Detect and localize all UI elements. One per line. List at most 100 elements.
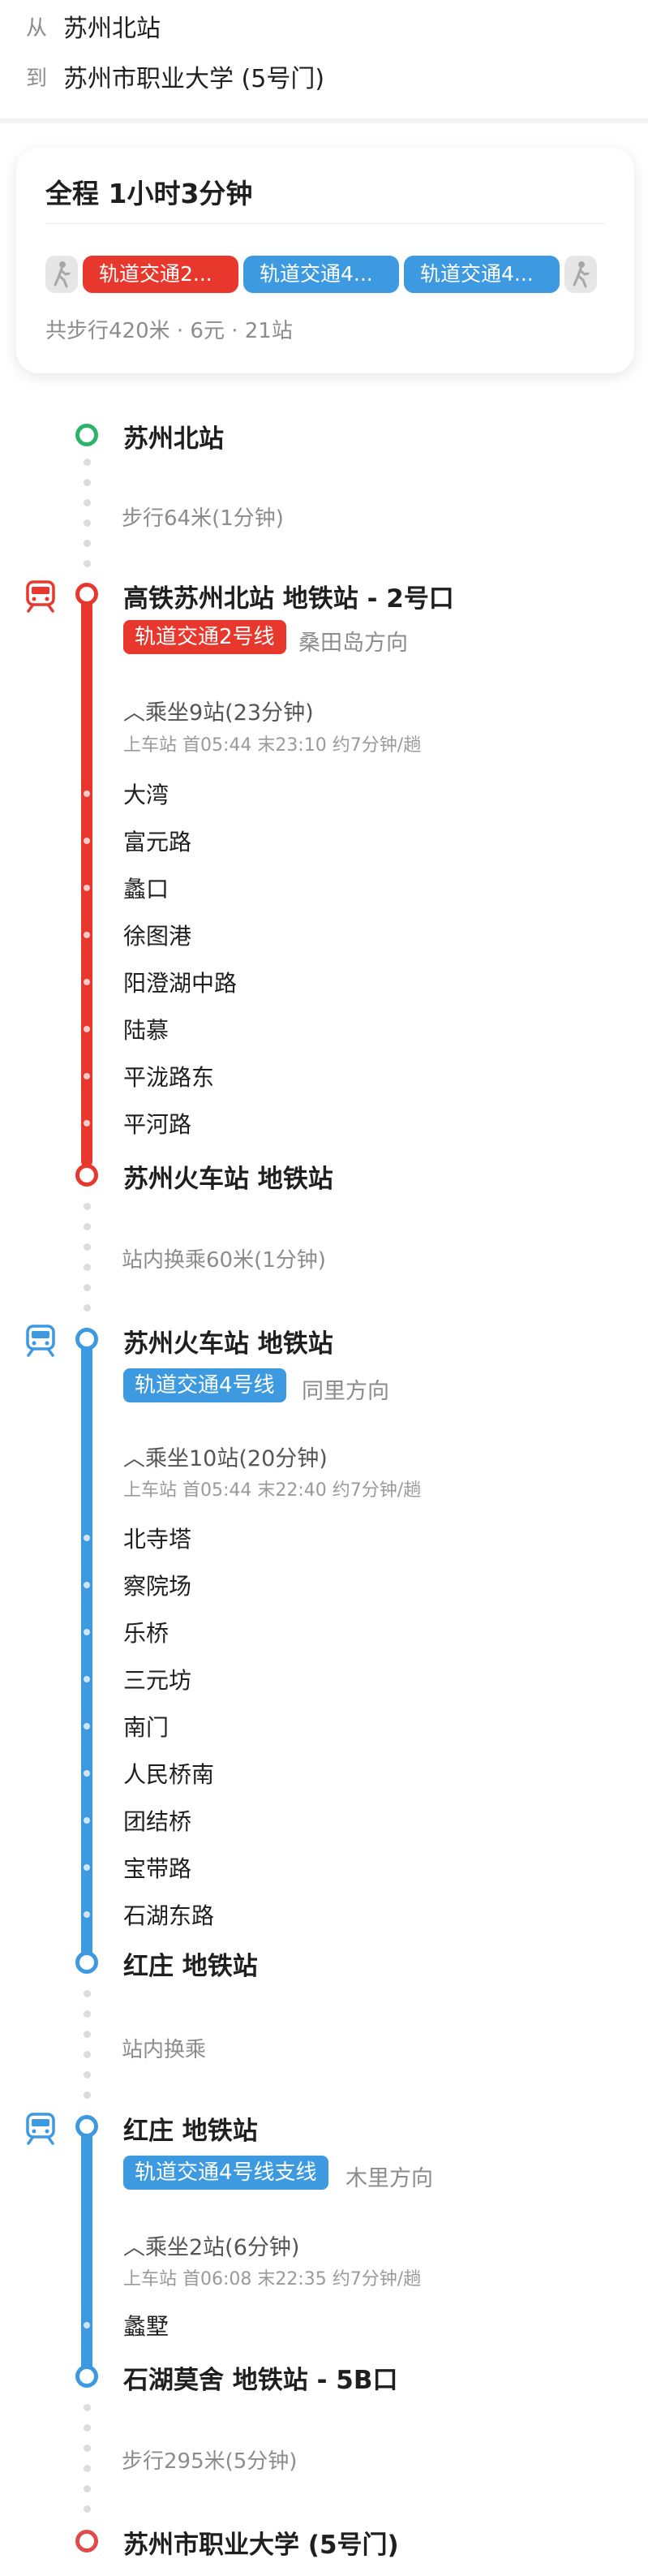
walk-icon <box>45 256 78 293</box>
leg2-board-station[interactable]: 苏州火车站 地铁站 <box>123 1329 333 1359</box>
walk-dot <box>84 1223 91 1230</box>
leg3-schedule: 上车站 首06:08 末22:35 约7分钟/趟 <box>123 2269 422 2290</box>
from-value[interactable]: 苏州北站 <box>63 15 161 43</box>
header-divider <box>0 118 648 123</box>
stop-dot <box>84 838 90 844</box>
leg1-schedule: 上车站 首05:44 末23:10 约7分钟/趟 <box>123 735 422 756</box>
board-station-marker <box>75 2115 98 2138</box>
leg1-stop: 平河路 <box>123 1111 192 1138</box>
leg2-ride-summary: 乘坐10站(20分钟) <box>145 1446 328 1471</box>
leg3-board-station[interactable]: 红庄 地铁站 <box>123 2117 258 2146</box>
to-label: 到 <box>26 67 48 91</box>
stop-dot <box>84 1582 90 1588</box>
segment-pill-2[interactable]: 轨道交通4... <box>243 256 399 293</box>
alight-station-marker <box>75 1951 98 1974</box>
transfer-segment-2: 站内换乘 <box>122 2038 207 2062</box>
origin-marker <box>75 424 98 446</box>
alight-station-marker <box>75 2365 98 2388</box>
walk-segment-1: 步行64米(1分钟) <box>122 506 284 531</box>
walk-dot <box>84 1990 91 1997</box>
leg2-stop: 北寺塔 <box>123 1526 192 1553</box>
leg2-line-badge[interactable]: 轨道交通4号线 <box>123 1368 286 1402</box>
stop-dot <box>84 932 90 938</box>
to-value[interactable]: 苏州市职业大学 (5号门) <box>63 65 325 93</box>
board-station-marker <box>75 583 98 605</box>
walk-dot <box>84 560 91 567</box>
train-icon <box>23 2113 58 2145</box>
leg2-alight-station[interactable]: 红庄 地铁站 <box>123 1952 258 1981</box>
walk-dot <box>84 499 91 506</box>
stop-dot <box>84 2322 90 2328</box>
leg3-ride-summary: 乘坐2站(6分钟) <box>145 2235 300 2260</box>
leg1-stop: 平泷路东 <box>123 1064 215 1091</box>
leg1-ride-summary: 乘坐9站(23分钟) <box>145 700 314 726</box>
walk-dot <box>84 2010 91 2018</box>
walk-dot <box>84 2091 91 2099</box>
leg2-ride-toggle[interactable]: ︿乘坐10站(20分钟) <box>123 1441 328 1472</box>
stop-dot <box>84 1723 90 1730</box>
leg3-alight-station[interactable]: 石湖莫舍 地铁站 - 5B口 <box>123 2366 398 2395</box>
leg3-direction: 木里方向 <box>345 2166 433 2191</box>
leg2-stop: 石湖东路 <box>123 1902 215 1929</box>
leg2-schedule: 上车站 首05:44 末22:40 约7分钟/趟 <box>123 1480 422 1501</box>
segment-pill-label: 轨道交通4... <box>420 262 534 286</box>
walk-dot <box>84 1304 91 1312</box>
leg3-line-badge[interactable]: 轨道交通4号线支线 <box>123 2156 328 2190</box>
segment-pill-1[interactable]: 轨道交通2... <box>83 256 238 293</box>
leg2-stop: 察院场 <box>123 1573 192 1600</box>
chevron-up-icon: ︿ <box>123 2235 145 2260</box>
stop-dot <box>84 1864 90 1871</box>
stop-dot <box>84 1073 90 1079</box>
card-divider <box>45 223 605 224</box>
trip-stats: 共步行420米 · 6元 · 21站 <box>45 319 293 343</box>
leg1-alight-station[interactable]: 苏州火车站 地铁站 <box>123 1165 333 1194</box>
leg1-stop: 富元路 <box>123 829 192 855</box>
chevron-up-icon: ︿ <box>123 700 145 726</box>
leg3-ride-toggle[interactable]: ︿乘坐2站(6分钟) <box>123 2229 299 2261</box>
alight-station-marker <box>75 1164 98 1187</box>
stop-dot <box>84 790 90 797</box>
stop-dot <box>84 1120 90 1126</box>
leg2-stop: 乐桥 <box>123 1620 170 1647</box>
walk-segment-2: 步行295米(5分钟) <box>122 2449 298 2474</box>
stop-dot <box>84 1770 90 1777</box>
line-4-branch-rail <box>81 2125 92 2376</box>
stop-dot <box>84 1676 90 1682</box>
destination-marker <box>75 2530 98 2552</box>
segment-pill-label: 轨道交通4... <box>260 262 373 286</box>
leg1-stop: 徐图港 <box>123 923 192 950</box>
leg2-direction: 同里方向 <box>302 1379 389 1404</box>
total-duration: 全程 1小时3分钟 <box>45 178 253 209</box>
walk-dot <box>84 1203 91 1210</box>
board-station-marker <box>75 1328 98 1350</box>
leg2-stop: 三元坊 <box>123 1667 192 1694</box>
leg1-line-badge[interactable]: 轨道交通2号线 <box>123 620 286 654</box>
line-4-rail <box>81 1338 92 1961</box>
stop-dot <box>84 1911 90 1918</box>
walk-dot <box>84 540 91 547</box>
walk-dot <box>84 2424 91 2432</box>
chevron-up-icon: ︿ <box>123 1446 145 1471</box>
stop-dot <box>84 1535 90 1541</box>
train-icon <box>23 580 58 613</box>
transfer-segment-1: 站内换乘60米(1分钟) <box>122 1248 326 1273</box>
leg1-ride-toggle[interactable]: ︿乘坐9站(23分钟) <box>123 695 314 726</box>
leg3-stop: 蠡墅 <box>123 2313 170 2340</box>
walk-dot <box>84 1284 91 1291</box>
walk-dot <box>84 2465 91 2472</box>
walk-icon <box>564 256 597 293</box>
route-summary-card[interactable]: 全程 1小时3分钟 轨道交通2... 轨道交通4... 轨道交通4... 共步行… <box>16 148 634 373</box>
leg1-stop: 陆慕 <box>123 1017 170 1044</box>
segment-pill-3[interactable]: 轨道交通4... <box>404 256 560 293</box>
stop-dot <box>84 1817 90 1824</box>
leg1-stop: 蠡口 <box>123 876 170 902</box>
segment-pill-label: 轨道交通2... <box>99 262 212 286</box>
leg1-stop: 大湾 <box>123 782 170 808</box>
walk-dot <box>84 2071 91 2078</box>
walk-dot <box>84 2031 91 2038</box>
walk-dot <box>84 2505 91 2513</box>
stop-dot <box>84 885 90 891</box>
walk-dot <box>84 2051 91 2058</box>
walk-dot <box>84 2485 91 2492</box>
leg1-board-station[interactable]: 高铁苏州北站 地铁站 - 2号口 <box>123 584 454 614</box>
